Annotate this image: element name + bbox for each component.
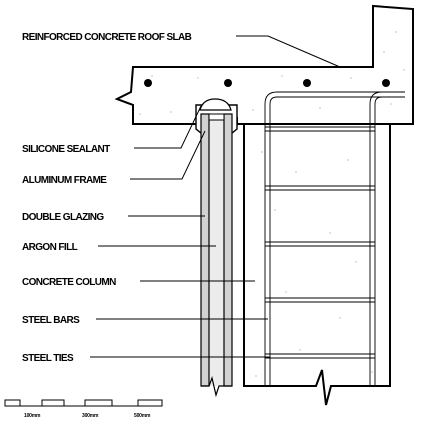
- double-glazing-unit: [200, 113, 233, 387]
- label-silicone-sealant: SILICONE SEALANT: [22, 144, 110, 155]
- steel-ties: [265, 126, 375, 359]
- label-steel-ties: STEEL TIES: [22, 353, 74, 364]
- slab-rebar-2: [224, 79, 232, 87]
- column-bars-hooks: [264, 91, 405, 386]
- leader-silicone-sealant: [134, 105, 202, 149]
- scale-tick-3: 500mm: [134, 413, 151, 419]
- label-double-glazing: DOUBLE GLAZING: [22, 212, 104, 223]
- glass-pane-outer: [200, 113, 210, 387]
- slab-rebar-4: [382, 79, 390, 87]
- slab-rebar: [144, 79, 390, 87]
- scale-bar: 100mm 300mm 500mm: [4, 399, 163, 419]
- glazing-break-line: [201, 375, 232, 398]
- scale-bar-steps: [4, 399, 163, 407]
- callout-labels: REINFORCED CONCRETE ROOF SLAB SILICONE S…: [22, 32, 192, 364]
- silicone-sealant: [199, 98, 232, 111]
- glazing-spacer: [208, 113, 225, 121]
- argon-cavity: [209, 118, 224, 386]
- label-argon-fill: ARGON FILL: [22, 242, 78, 253]
- label-roof-slab: REINFORCED CONCRETE ROOF SLAB: [22, 32, 192, 43]
- label-concrete-column: CONCRETE COLUMN: [22, 277, 116, 288]
- scale-tick-2: 300mm: [82, 413, 99, 419]
- leader-aluminum-frame: [130, 130, 206, 180]
- label-aluminum-frame: ALUMINUM FRAME: [22, 175, 107, 186]
- slab-rebar-1: [144, 79, 152, 87]
- leader-roof-slab: [236, 35, 341, 68]
- label-steel-bars: STEEL BARS: [22, 315, 80, 326]
- slab-rebar-3: [303, 79, 311, 87]
- glass-pane-inner: [223, 113, 233, 387]
- scale-tick-1: 100mm: [24, 413, 41, 419]
- leader-lines: [90, 35, 341, 358]
- concrete-column: [243, 118, 391, 406]
